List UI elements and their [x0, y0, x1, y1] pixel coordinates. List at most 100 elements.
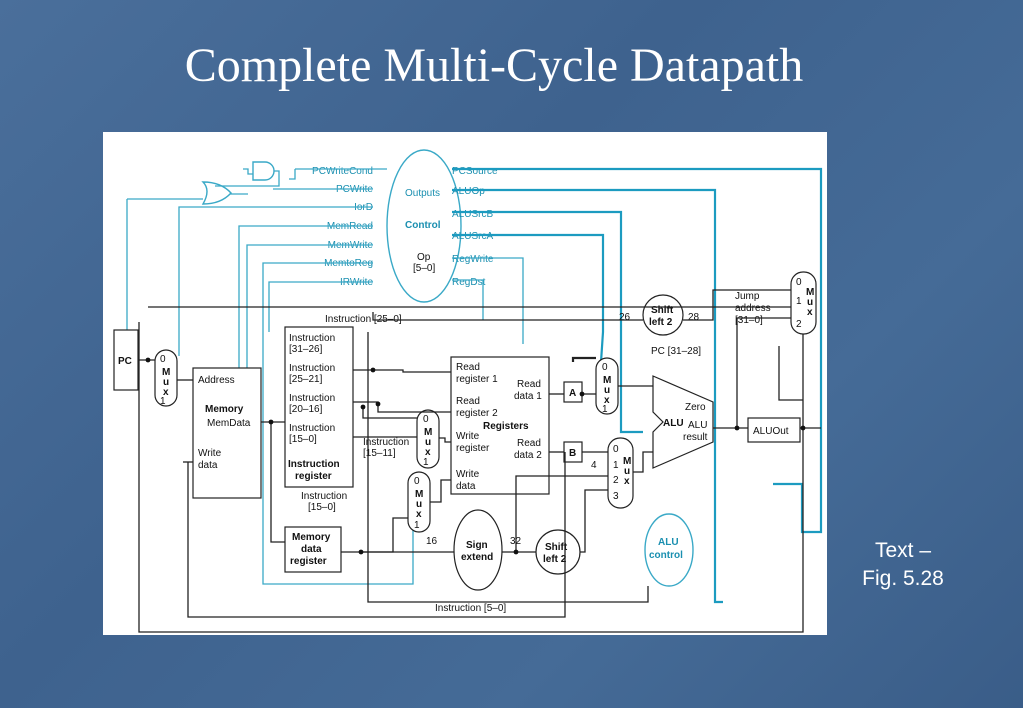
- caption-line-2: Fig. 5.28: [862, 567, 944, 590]
- datapath-diagram: Outputs Control Op [5–0] PCWriteCond PCW…: [113, 149, 823, 633]
- alu: [652, 375, 714, 469]
- svg-text:data 2: data 2: [514, 450, 542, 461]
- svg-text:[20–16]: [20–16]: [289, 404, 323, 415]
- svg-text:ALU: ALU: [688, 420, 707, 431]
- svg-text:1: 1: [796, 296, 802, 307]
- svg-text:Jump: Jump: [735, 291, 760, 302]
- svg-text:extend: extend: [461, 552, 493, 563]
- memory-unit: [192, 367, 262, 499]
- memory-memdata-label: MemData: [207, 418, 251, 429]
- memory-data-register: [284, 526, 342, 573]
- svg-text:Read: Read: [456, 362, 480, 373]
- svg-text:Shift: Shift: [651, 305, 674, 316]
- control-op-label: Op: [417, 252, 431, 263]
- memory-data-label: data: [198, 460, 218, 471]
- datapath-figure: Outputs Control Op [5–0] PCWriteCond PCW…: [103, 132, 827, 635]
- svg-text:Read: Read: [456, 396, 480, 407]
- regdst-mux: [416, 409, 440, 469]
- pc-mux: [154, 349, 178, 407]
- svg-text:Instruction: Instruction: [289, 363, 335, 374]
- svg-text:[31–0]: [31–0]: [735, 315, 763, 326]
- svg-text:M: M: [806, 287, 814, 298]
- svg-text:data: data: [301, 544, 322, 555]
- svg-text:[15–0]: [15–0]: [289, 434, 317, 445]
- svg-text:Read: Read: [517, 438, 541, 449]
- pc-register: [113, 329, 139, 391]
- svg-text:Shift: Shift: [545, 542, 568, 553]
- svg-text:register: register: [456, 443, 490, 454]
- svg-text:1: 1: [613, 460, 619, 471]
- svg-text:M: M: [162, 367, 170, 378]
- svg-text:B: B: [569, 448, 576, 459]
- svg-text:28: 28: [688, 312, 700, 323]
- control-outputs-label: Outputs: [405, 188, 440, 199]
- svg-text:Instruction: Instruction: [289, 333, 335, 344]
- svg-text:0: 0: [160, 354, 166, 365]
- svg-text:u: u: [163, 377, 169, 388]
- control-label: Control: [405, 220, 441, 231]
- svg-text:control: control: [649, 550, 683, 561]
- svg-text:26: 26: [619, 312, 631, 323]
- svg-text:0: 0: [423, 414, 429, 425]
- svg-text:register 2: register 2: [456, 408, 498, 419]
- sign-extend: [453, 509, 503, 591]
- memory-title: Memory: [205, 404, 244, 415]
- svg-text:[15–11]: [15–11]: [363, 448, 396, 459]
- or-gate: [201, 181, 232, 205]
- register-file: [450, 356, 550, 495]
- instruction-register: [284, 326, 354, 488]
- svg-text:M: M: [603, 375, 611, 386]
- svg-text:Memory: Memory: [292, 532, 331, 543]
- svg-text:1: 1: [423, 457, 429, 468]
- svg-text:M: M: [623, 456, 631, 467]
- svg-text:4: 4: [591, 460, 597, 471]
- signal-alusrca: ALUSrcA: [452, 231, 493, 242]
- svg-text:A: A: [569, 388, 576, 399]
- instr-25-0-label: Instruction [25–0]: [325, 314, 402, 325]
- instruction-register-title: Instruction: [288, 459, 340, 470]
- svg-text:x: x: [416, 509, 422, 520]
- svg-text:0: 0: [613, 444, 619, 455]
- slide-title: Complete Multi-Cycle Datapath: [184, 39, 804, 92]
- svg-text:x: x: [604, 395, 610, 406]
- and-gate: [252, 161, 275, 181]
- signal-pcwritecond: PCWriteCond: [312, 166, 373, 177]
- svg-text:Instruction: Instruction: [363, 437, 409, 448]
- svg-text:register: register: [290, 556, 327, 567]
- svg-text:x: x: [163, 387, 169, 398]
- svg-text:2: 2: [796, 319, 802, 330]
- svg-text:1: 1: [414, 520, 420, 531]
- svg-text:result: result: [683, 432, 708, 443]
- svg-text:x: x: [624, 476, 630, 487]
- svg-text:0: 0: [602, 362, 608, 373]
- svg-text:3: 3: [613, 491, 619, 502]
- svg-text:register 1: register 1: [456, 374, 498, 385]
- figure-caption: Text – Fig. 5.28: [848, 537, 958, 593]
- svg-text:Instruction: Instruction: [301, 491, 347, 502]
- svg-text:16: 16: [426, 536, 438, 547]
- svg-text:Zero: Zero: [685, 402, 706, 413]
- svg-text:Write: Write: [456, 431, 480, 442]
- alu-control: [644, 513, 694, 587]
- svg-text:ALU: ALU: [658, 537, 679, 548]
- registers-title: Registers: [483, 421, 529, 432]
- svg-text:u: u: [425, 437, 431, 448]
- control-unit: [386, 149, 462, 303]
- signal-pcsource: PCSource: [452, 166, 498, 177]
- svg-text:u: u: [624, 466, 630, 477]
- svg-text:x: x: [807, 307, 813, 318]
- shift-left-2-top: [642, 294, 684, 336]
- svg-text:2: 2: [613, 475, 619, 486]
- svg-text:Instruction: Instruction: [289, 393, 335, 404]
- signal-aluop: ALUOp: [452, 186, 485, 197]
- svg-text:u: u: [416, 499, 422, 510]
- svg-text:0: 0: [796, 277, 802, 288]
- svg-text:ALU: ALU: [663, 418, 684, 429]
- svg-text:1: 1: [160, 396, 166, 407]
- signal-alusrcb: ALUSrcB: [452, 209, 493, 220]
- svg-text:M: M: [424, 427, 432, 438]
- svg-text:ALUOut: ALUOut: [753, 426, 789, 437]
- svg-text:1: 1: [602, 404, 608, 415]
- svg-text:Instruction: Instruction: [289, 423, 335, 434]
- svg-text:left 2: left 2: [649, 317, 673, 328]
